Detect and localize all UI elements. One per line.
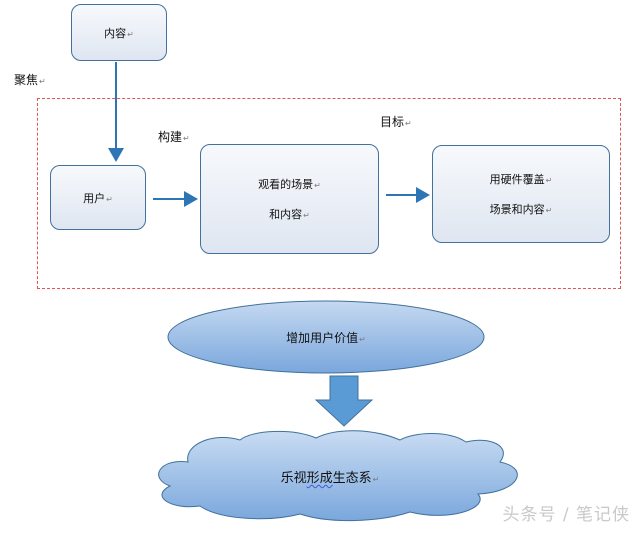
hardware-node-line1: 用硬件覆盖 xyxy=(489,173,545,187)
hardware-node-line2: 场景和内容 xyxy=(489,202,545,216)
value-ellipse xyxy=(167,300,485,374)
scene-node: 观看的场景↵ 和内容↵ xyxy=(200,144,379,254)
ecosystem-cloud xyxy=(158,430,518,522)
watermark: 头条号 / 笔记侠 xyxy=(502,505,630,525)
focus-region-frame xyxy=(37,98,621,289)
value-ellipse-text: 增加用户价值↵ xyxy=(286,331,366,345)
big-down-arrow xyxy=(314,375,374,427)
scene-node-line1: 观看的场景 xyxy=(258,177,314,191)
hardware-node: 用硬件覆盖↵ 场景和内容↵ xyxy=(432,145,610,243)
content-node-label: 内容 xyxy=(104,26,127,40)
goal-label: 目标↵ xyxy=(380,115,412,129)
build-label: 构建↵ xyxy=(158,130,190,144)
scene-node-line2: 和内容 xyxy=(269,208,303,222)
spellcheck-underlined-text: 形成 xyxy=(306,471,333,486)
ecosystem-cloud-text: 乐视形成生态系↵ xyxy=(280,471,380,486)
user-node: 用户↵ xyxy=(50,165,146,230)
focus-label: 聚焦↵ xyxy=(14,73,46,87)
content-node: 内容↵ xyxy=(71,4,167,61)
user-node-label: 用户 xyxy=(83,191,106,205)
